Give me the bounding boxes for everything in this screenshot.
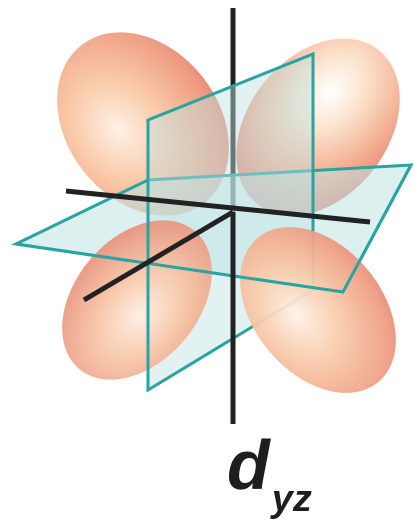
orbital-subscript: yz — [272, 478, 312, 520]
orbital-symbol: d — [227, 426, 270, 504]
orbital-label: dyz — [227, 430, 310, 500]
